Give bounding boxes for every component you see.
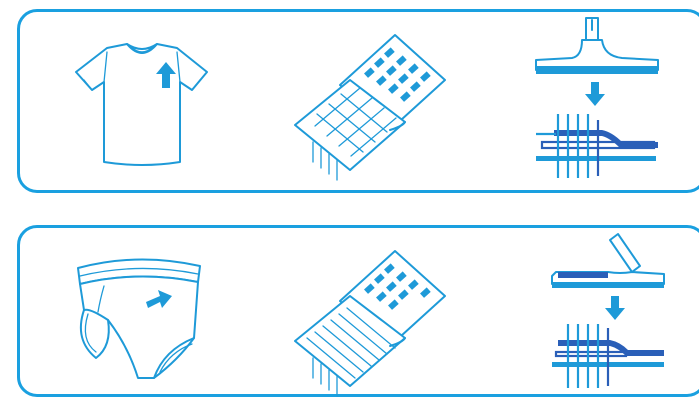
hook-tab-angled-icon bbox=[285, 30, 455, 180]
hook-attach-diagram-alt-icon bbox=[548, 232, 668, 392]
brief-icon bbox=[68, 250, 218, 385]
hook-attach-diagram-icon bbox=[532, 16, 662, 186]
tshirt-icon bbox=[62, 40, 222, 170]
hook-tab-ribbed-icon bbox=[285, 246, 455, 396]
